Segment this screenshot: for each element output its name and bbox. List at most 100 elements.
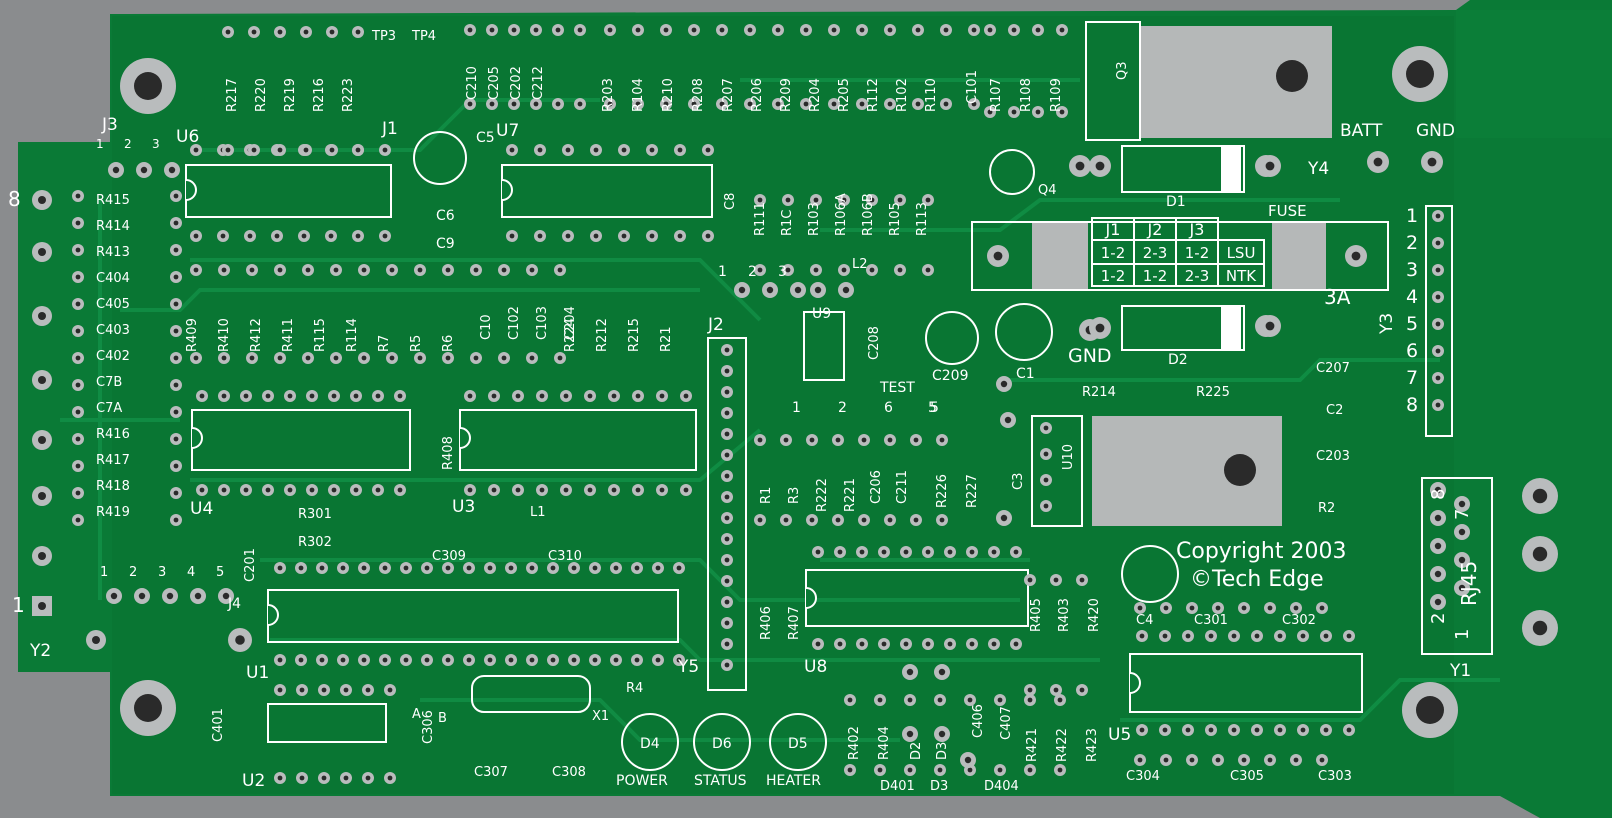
drill-hole: [309, 487, 315, 493]
resistor-label: R217: [225, 78, 240, 112]
drill-hole: [947, 549, 953, 555]
drill-hole: [847, 697, 853, 703]
drill-hole: [466, 565, 472, 571]
drill-hole: [515, 487, 521, 493]
l2-pin-label: 2: [748, 264, 757, 280]
drill-hole: [1059, 109, 1065, 115]
drill-hole: [1208, 633, 1214, 639]
drill-hole: [1319, 757, 1325, 763]
drill-hole: [110, 592, 118, 600]
drill-hole: [509, 147, 515, 153]
drill-hole: [249, 267, 255, 273]
connector-y2-label: Y2: [29, 641, 51, 661]
drill-hole: [529, 657, 535, 663]
drill-hole: [783, 517, 789, 523]
drill-hole: [331, 487, 337, 493]
cap-c4: [1121, 545, 1179, 603]
jumper-table-header-j2: J2: [1147, 220, 1163, 239]
jumper-table-ntk-j2: 1-2: [1143, 267, 1168, 285]
capacitor-label: C101: [965, 70, 980, 104]
drill-hole: [38, 376, 46, 384]
drill-hole: [199, 487, 205, 493]
connector-y1-label: Y1: [1449, 661, 1471, 681]
drill-hole: [887, 517, 893, 523]
drill-hole: [877, 697, 883, 703]
drill-hole: [333, 267, 339, 273]
drill-hole: [913, 437, 919, 443]
tp4-label: TP4: [411, 29, 436, 44]
drill-hole: [343, 775, 349, 781]
drill-hole: [964, 756, 972, 764]
component-label: C3: [1011, 473, 1026, 490]
drill-hole: [333, 355, 339, 361]
diode-d1-label: D1: [1166, 194, 1186, 210]
drill-hole: [194, 592, 202, 600]
component-label: R422: [1055, 728, 1070, 762]
drill-hole: [417, 267, 423, 273]
drill-hole: [355, 29, 361, 35]
drill-hole: [1139, 727, 1145, 733]
drill-hole: [251, 29, 257, 35]
drill-hole: [173, 328, 179, 334]
drill-hole: [691, 101, 697, 107]
ic-u1-label: U1: [246, 663, 269, 683]
led-d6: [693, 713, 751, 771]
drill-hole: [1004, 416, 1012, 424]
drill-hole: [571, 657, 577, 663]
drill-hole: [389, 355, 395, 361]
drill-hole: [1532, 620, 1548, 636]
drill-hole: [305, 355, 311, 361]
drill-hole: [1185, 633, 1191, 639]
drill-hole: [1059, 27, 1065, 33]
mount-hole-bottom-right: [1402, 682, 1458, 738]
drill-hole: [906, 730, 914, 738]
drill-hole: [635, 101, 641, 107]
drill-hole: [277, 147, 283, 153]
capacitor-label: C102: [507, 306, 522, 340]
drill-hole: [775, 101, 781, 107]
drill-hole: [557, 267, 563, 273]
drill-hole: [550, 565, 556, 571]
drill-hole: [1079, 577, 1085, 583]
drill-hole: [676, 657, 682, 663]
test-point-label: 1: [792, 400, 801, 416]
led-d4-label: D4: [640, 736, 660, 752]
mount-hole-top-left: [120, 58, 176, 114]
drill-hole: [221, 487, 227, 493]
component-label: D404: [984, 779, 1019, 794]
drill-hole: [997, 767, 1003, 773]
drill-hole: [1293, 757, 1299, 763]
header-pin-label: 8: [1406, 394, 1418, 416]
drill-hole: [1000, 380, 1008, 388]
drill-hole: [1300, 727, 1306, 733]
drill-hole: [649, 233, 655, 239]
drill-hole: [445, 565, 451, 571]
drill-hole: [75, 463, 81, 469]
drill-hole: [1435, 294, 1441, 300]
drill-hole: [841, 267, 847, 273]
resistor-label: R106A: [834, 193, 849, 236]
component-label: C303: [1318, 769, 1352, 784]
drill-hole: [247, 233, 253, 239]
rj45-pin-label: 7: [1452, 509, 1473, 520]
drill-hole: [305, 267, 311, 273]
drill-hole: [533, 27, 539, 33]
rj45-pin-label: 8: [1428, 489, 1449, 500]
component-label: C306: [421, 710, 436, 744]
drill-hole: [375, 487, 381, 493]
component-label: C308: [552, 765, 586, 780]
led-caption-heater: HEATER: [766, 773, 821, 789]
drill-hole: [881, 549, 887, 555]
drill-hole: [75, 274, 81, 280]
drill-hole: [1458, 556, 1466, 564]
drill-hole: [842, 286, 850, 294]
drill-hole: [265, 393, 271, 399]
component-label: C310: [548, 549, 582, 564]
drill-hole: [803, 27, 809, 33]
connector-y4-label: Y4: [1307, 159, 1329, 179]
drill-hole: [1434, 598, 1442, 606]
edge-pin-8-label: 8: [8, 187, 21, 211]
drill-hole: [841, 197, 847, 203]
drill-hole: [1458, 584, 1466, 592]
q4-outline: [989, 149, 1035, 195]
